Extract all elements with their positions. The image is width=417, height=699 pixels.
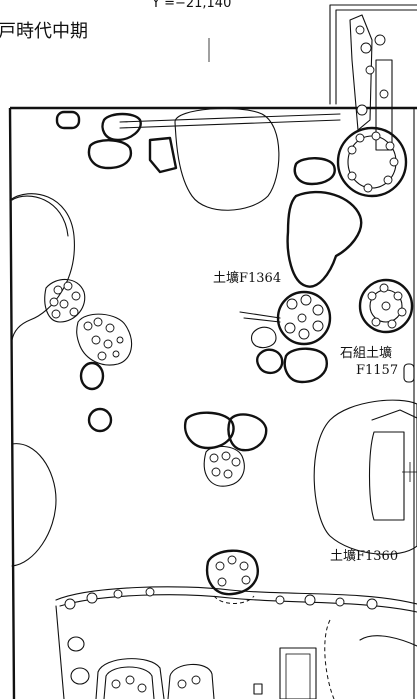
trench-extension bbox=[329, 4, 417, 105]
rect-pit-bottom bbox=[279, 647, 317, 699]
large-pit-left-lower bbox=[11, 443, 57, 567]
stone-pits-bottom bbox=[95, 658, 215, 699]
large-irregular-pit bbox=[286, 190, 363, 288]
coordinate-label: Y =−21,140 bbox=[151, 0, 231, 11]
large-pit-left-inner bbox=[11, 195, 69, 237]
period-label: 戸時代中期 bbox=[0, 21, 88, 42]
large-pit-left bbox=[9, 193, 75, 341]
twin-pits-center bbox=[183, 411, 268, 487]
large-pit-top bbox=[174, 107, 280, 211]
label-stone-pit-line2: F1157 bbox=[356, 363, 398, 378]
label-pit-f1360: 土壙F1360 bbox=[330, 548, 398, 564]
stone-cluster-center bbox=[76, 313, 133, 366]
small-pit-7 bbox=[87, 407, 113, 433]
small-pit-3 bbox=[87, 139, 133, 170]
large-pit-right bbox=[313, 399, 417, 555]
trench-stone-strip bbox=[349, 14, 393, 151]
small-pit-1 bbox=[55, 110, 81, 130]
small-pit-4 bbox=[148, 136, 178, 174]
stone-pit-f1157 bbox=[358, 278, 414, 334]
stone-cluster-left bbox=[44, 278, 86, 323]
small-pit-6 bbox=[79, 361, 105, 391]
small-pit-5 bbox=[293, 157, 336, 186]
pit-f1364 bbox=[239, 290, 332, 384]
label-pit-f1364: 土壙F1364 bbox=[213, 270, 281, 286]
bottom-large-feature bbox=[55, 586, 417, 699]
small-pit-8 bbox=[67, 636, 85, 652]
stone-ring-pit-top bbox=[336, 126, 408, 198]
small-pit-2 bbox=[101, 112, 142, 142]
small-rect-bottom bbox=[253, 683, 263, 695]
small-pit-9 bbox=[70, 667, 90, 685]
rect-pit-bottom-inner bbox=[285, 653, 311, 699]
label-stone-pit-line1: 石組土壙 bbox=[340, 345, 392, 361]
linear-ditch bbox=[119, 113, 341, 129]
small-pit-edge bbox=[403, 363, 415, 383]
pit-f1360 bbox=[205, 549, 259, 604]
excavation-boundary bbox=[8, 106, 417, 699]
